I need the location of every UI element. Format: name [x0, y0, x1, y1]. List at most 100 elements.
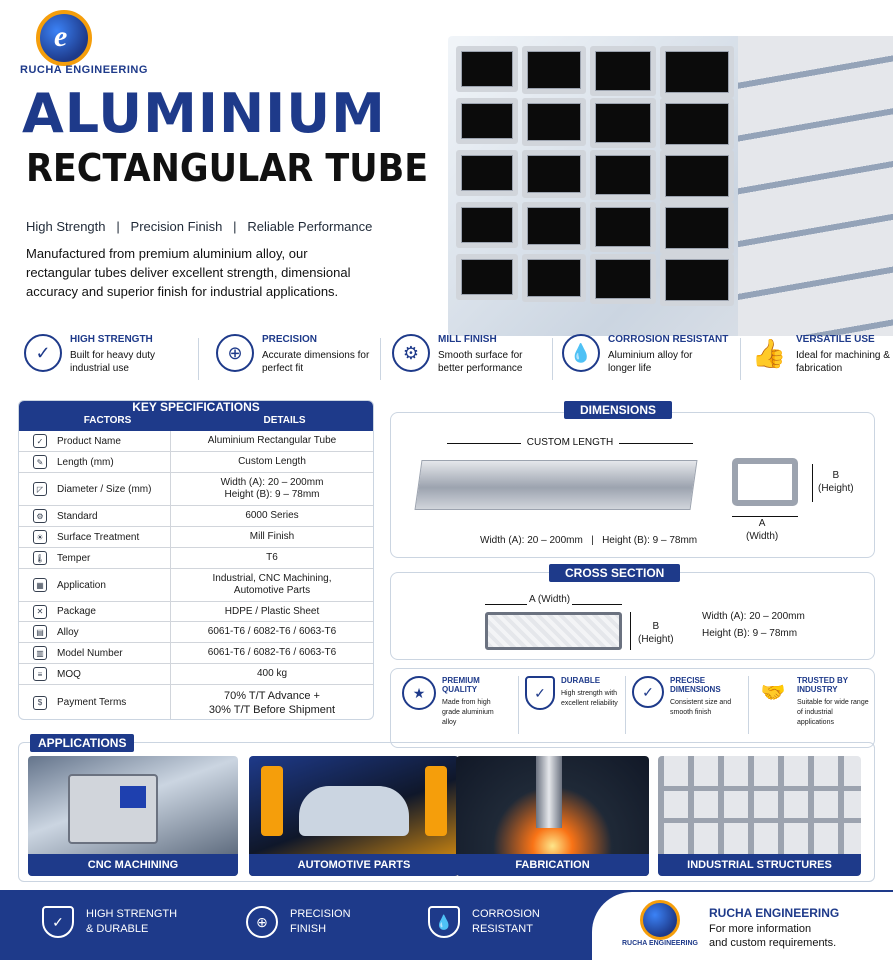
tube-end	[590, 46, 656, 96]
spec-key: Length (mm)	[57, 456, 114, 468]
length-label: CUSTOM LENGTH	[447, 437, 693, 448]
target-icon: ⊕	[216, 334, 254, 372]
tube-profile	[732, 458, 798, 506]
check-circle-icon: ✓	[632, 676, 664, 708]
width-label: A (Width)	[746, 518, 779, 542]
cross-a-label: A (Width)	[527, 594, 573, 605]
cross-b-label: B (Height)	[638, 621, 674, 645]
contact-text: For more information and custom requirem…	[709, 923, 837, 949]
product-image	[448, 36, 893, 336]
spec-key: Diameter / Size (mm)	[57, 483, 152, 495]
feature-desc: Built for heavy duty industrial use	[70, 350, 156, 374]
spec-key: Application	[57, 579, 106, 591]
spec-key: Alloy	[57, 626, 79, 638]
app-automotive-parts: AUTOMOTIVE PARTS	[249, 756, 459, 876]
tube-end	[522, 150, 586, 198]
specs-title: KEY SPECIFICATIONS	[132, 400, 260, 414]
spec-value: 70% T/T Advance + 30% T/T Before Shipmen…	[208, 689, 336, 716]
dimensions-title: DIMENSIONS	[564, 401, 673, 419]
tube-end	[660, 98, 734, 150]
height-label: B (Height)	[818, 470, 854, 494]
tube-end	[456, 254, 518, 300]
tube-end	[522, 46, 586, 94]
gear-icon: ⚙	[392, 334, 430, 372]
target-icon: ⊕	[246, 906, 278, 938]
spec-key: Model Number	[57, 647, 123, 659]
spec-value: Custom Length	[238, 456, 306, 467]
spec-row: ✎ Length (mm) Custom Length	[19, 452, 373, 473]
spec-value: Width (A): 20 – 200mm Height (B): 9 – 78…	[220, 477, 324, 500]
dimensions-summary: Width (A): 20 – 200mm | Height (B): 9 – …	[480, 535, 698, 546]
spec-key: Product Name	[57, 435, 121, 447]
spec-row: $ Payment Terms 70% T/T Advance + 30% T/T …	[19, 685, 373, 719]
footer-item-precision: ⊕ PRECISION FINISH	[246, 906, 351, 938]
cross-section-shape	[485, 612, 622, 650]
feature-desc: Accurate dimensions for perfect fit	[262, 350, 370, 374]
tube-end	[590, 150, 656, 200]
spec-value: 6061-T6 / 6082-T6 / 6063-T6	[207, 647, 337, 658]
feature-title: HIGH STRENGTH	[70, 334, 153, 345]
spec-value: T6	[266, 552, 278, 563]
spec-icon: $	[33, 695, 47, 710]
contact-title: RUCHA ENGINEERING	[709, 906, 840, 920]
spec-icon: ▦	[33, 578, 47, 592]
feature-title: VERSATILE USE	[796, 334, 875, 345]
spec-icon: ▥	[33, 646, 47, 660]
spec-key: Payment Terms	[57, 697, 127, 708]
spec-value: 400 kg	[256, 668, 288, 679]
medal-icon: ★	[402, 676, 436, 710]
feature-high-strength: ✓ HIGH STRENGTH Built for heavy duty indu…	[24, 334, 170, 382]
tube-end	[660, 150, 734, 202]
spec-key: Package	[57, 606, 96, 617]
shield-check-icon: ✓	[24, 334, 62, 372]
intro-text: Manufactured from premium aluminium allo…	[26, 246, 351, 299]
droplet-shield-icon: 💧	[428, 906, 460, 938]
shield-check-icon: ✓	[525, 676, 555, 710]
cross-section-title: CROSS SECTION	[549, 564, 681, 582]
spec-icon: ≡	[33, 667, 47, 681]
app-industrial-structures: INDUSTRIAL STRUCTURES	[658, 756, 861, 876]
feature-desc: Aluminium alloy for longer life	[608, 350, 693, 374]
feature-desc: Smooth surface for better performance	[438, 350, 523, 374]
feature-title: CORROSION RESISTANT	[608, 334, 729, 345]
badges-panel	[390, 668, 875, 748]
tube-end	[522, 202, 586, 250]
spec-value: Aluminium Rectangular Tube	[207, 435, 337, 446]
spec-value: 6000 Series	[245, 510, 299, 521]
tube-end	[522, 254, 586, 302]
spec-key: Temper	[57, 552, 91, 564]
col-details: DETAILS	[263, 415, 306, 426]
tube-end	[456, 150, 518, 196]
col-factors: FACTORS	[83, 415, 132, 426]
tube-end	[660, 254, 734, 306]
tube-end	[590, 254, 656, 304]
thumbs-up-icon: 👍	[751, 337, 787, 369]
spec-icon: ▤	[33, 625, 47, 639]
tube-end	[522, 98, 586, 146]
tube-end	[456, 98, 518, 144]
footer-item-corrosion: 💧 CORROSION RESISTANT	[428, 906, 540, 938]
page-subtitle: RECTANGULAR TUBE	[26, 146, 429, 190]
spec-row: ▥ Model Number 6061-T6 / 6082-T6 / 6063-T6	[19, 643, 373, 664]
spec-icon: ◸	[33, 482, 47, 496]
brand-logo: e	[36, 10, 92, 66]
spec-icon: ✎	[33, 455, 47, 469]
page-title: ALUMINIUM	[22, 82, 386, 145]
spec-value: HDPE / Plastic Sheet	[224, 605, 320, 617]
tube-end	[590, 98, 656, 148]
